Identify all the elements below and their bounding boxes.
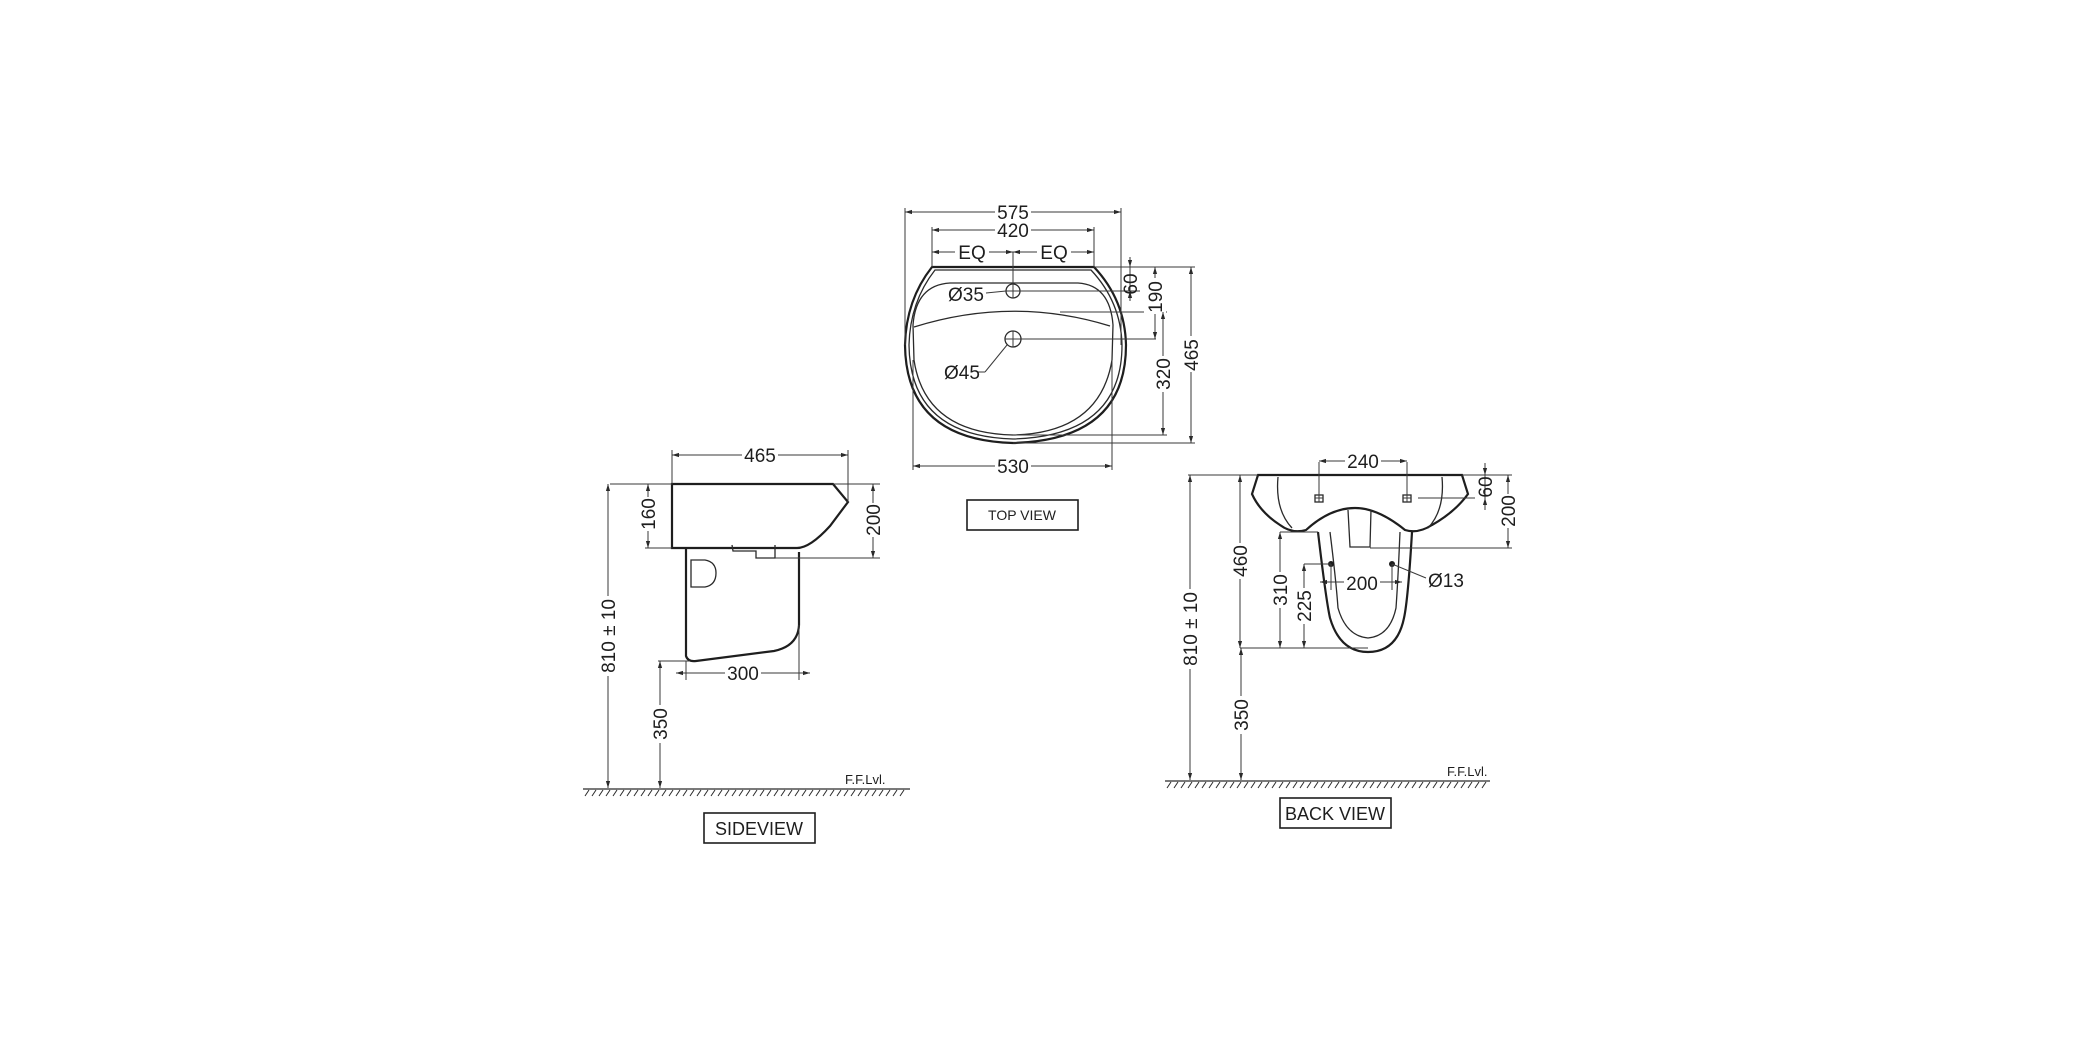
back-fixing-hole-right [1402, 494, 1412, 503]
back-dim-basin-height: 200 [1499, 495, 1520, 527]
back-dim-pedestal-fix-lower: 225 [1295, 590, 1316, 622]
side-dim-mount-height: 810 ± 10 [599, 599, 620, 673]
side-floor-label: F.F.Lvl. [845, 772, 885, 787]
back-floor-hatch [1166, 781, 1487, 789]
dim-bottom-width: 530 [997, 457, 1029, 478]
top-view: 575 420 EQ EQ Ø35 Ø45 60 190 320 [903, 201, 1203, 531]
side-view-label: SIDEVIEW [715, 819, 803, 839]
side-view: 465 160 200 300 810 ± 10 350 F.F.Lvl. SI… [583, 444, 910, 844]
back-dim-fixing-from-top: 60 [1476, 476, 1497, 497]
back-dim-mount-height: 810 ± 10 [1181, 592, 1202, 666]
dim-waste-offset: 190 [1146, 281, 1167, 313]
side-dim-basin-height: 200 [864, 504, 885, 536]
side-dim-pedestal-depth: 300 [727, 664, 759, 685]
back-floor-label: F.F.Lvl. [1447, 764, 1487, 779]
side-view-label-box [703, 812, 816, 844]
back-dim-fixing-centres: 240 [1347, 452, 1379, 473]
dim-tap-offset: 60 [1121, 273, 1142, 294]
back-dim-pedestal-fix-height: 310 [1271, 574, 1292, 606]
top-view-label: TOP VIEW [988, 507, 1057, 523]
back-fixing-hole-left [1314, 494, 1324, 503]
dim-waste-dia: Ø45 [944, 363, 980, 384]
side-basin [670, 482, 850, 550]
back-view-label: BACK VIEW [1285, 804, 1385, 824]
dim-bowl-depth: 320 [1154, 358, 1175, 390]
side-access-cutout [690, 559, 717, 588]
back-pedestal [1316, 531, 1414, 654]
side-floor-hatch [584, 789, 905, 797]
basin-outline-rim [908, 269, 1123, 440]
back-dim-pedestal-fix-dia: Ø13 [1428, 571, 1464, 592]
basin-bowl [912, 282, 1114, 436]
dim-eq-right: EQ [1040, 243, 1067, 264]
dim-eq-left: EQ [958, 243, 985, 264]
back-view: 240 60 200 460 310 225 200 Ø13 810 ± 10 [1165, 450, 1520, 829]
side-dim-pedestal-clearance: 350 [651, 708, 672, 740]
dim-inner-width: 420 [997, 221, 1029, 242]
overflow-line [913, 310, 1111, 328]
side-dim-rim-height: 160 [639, 498, 660, 530]
dim-overall-depth: 465 [1182, 339, 1203, 371]
back-view-label-box [1279, 797, 1392, 829]
back-dim-pedestal-height: 460 [1231, 545, 1252, 577]
side-pedestal [684, 548, 801, 663]
dim-overall-width: 575 [997, 203, 1029, 224]
back-basin [1250, 473, 1470, 533]
back-waste-spigot [1347, 509, 1372, 548]
top-view-label-box [966, 499, 1079, 531]
dim-tap-hole-dia: Ø35 [948, 285, 984, 306]
back-dim-pedestal-clearance: 350 [1232, 699, 1253, 731]
back-dim-pedestal-fix-centres: 200 [1346, 574, 1378, 595]
side-dim-depth: 465 [744, 446, 776, 467]
side-waste-spigot [731, 544, 776, 559]
